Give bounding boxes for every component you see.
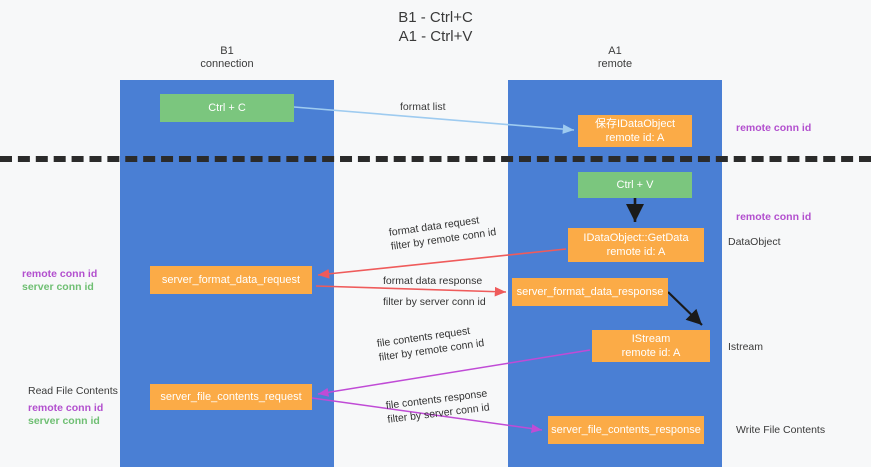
phase-divider [0,156,871,162]
node-getdata-title: IDataObject::GetData [583,232,689,244]
label-remote-conn-id-top: remote conn id [736,122,812,134]
node-server-file-contents-response-label: server_file_contents_response [551,424,701,436]
node-server-file-contents-request[interactable]: server_file_contents_request [150,384,312,410]
node-istream-subtitle: remote id: A [621,347,681,359]
label-istream-outside: Istream [728,341,764,353]
column-header-a1: A1 remote [538,45,692,71]
label-format-list: format list [400,101,446,113]
node-save-idataobject-title: 保存IDataObject [594,118,676,130]
node-save-idataobject[interactable]: 保存IDataObject remote id: A [578,115,692,147]
column-header-a1-sub: remote [597,58,633,70]
node-ctrl-v-label: Ctrl + V [616,179,654,191]
title-line-1: B1 - Ctrl+C [398,9,473,26]
node-server-file-contents-response[interactable]: server_file_contents_response [548,416,704,444]
column-header-b1-name: B1 [220,45,234,57]
caption-format-data-request: format data request filter by remote con… [388,211,497,254]
node-server-format-data-response-label: server_format_data_response [516,286,664,298]
title-line-2: A1 - Ctrl+V [398,28,473,45]
caption-file-contents-response: file contents response filter by server … [385,386,490,426]
node-ctrl-v[interactable]: Ctrl + V [578,172,692,198]
node-server-format-data-request-label: server_format_data_request [161,274,301,286]
caption-filter-prefix-4: filter by [386,409,425,426]
column-header-b1-sub: connection [200,58,254,70]
label-left-remote-conn-id-2: remote conn id [28,402,104,414]
node-idataobject-getdata[interactable]: IDataObject::GetData remote id: A [568,228,704,262]
caption-filter-prefix-3: filter by [378,346,417,364]
label-left-remote-conn-id: remote conn id [22,268,98,280]
node-server-format-data-request[interactable]: server_format_data_request [150,266,312,294]
node-getdata-subtitle: remote id: A [606,246,666,258]
label-data-object: DataObject [728,236,781,248]
label-write-file-contents: Write File Contents [736,424,826,436]
node-istream[interactable]: IStream remote id: A [592,330,710,362]
label-left-conn-ids-upper: remote conn id server conn id [22,268,97,294]
column-header-b1: B1 connection [150,45,304,71]
node-server-file-contents-request-label: server_file_contents_request [160,391,302,403]
label-remote-conn-id-mid: remote conn id [736,211,812,223]
node-save-idataobject-subtitle: remote id: A [605,132,665,144]
caption-format-data-response-filter: filter by server conn id [383,295,486,309]
label-read-file-contents: Read File Contents [28,385,118,397]
node-ctrl-c-label: Ctrl + C [208,102,246,114]
column-header-a1-name: A1 [608,45,622,57]
node-ctrl-c[interactable]: Ctrl + C [160,94,294,122]
caption-filter-prefix-2: filter by [383,296,420,308]
label-left-server-conn-id: server conn id [22,281,94,293]
caption-filter-prefix-1: filter by [390,235,429,253]
node-server-format-data-response[interactable]: server_format_data_response [512,278,668,306]
caption-file-contents-request: file contents request filter by remote c… [376,322,485,365]
label-left-conn-ids-lower: remote conn id server conn id [28,402,103,428]
node-istream-title: IStream [631,333,671,345]
caption-format-data-response-text: format data response [383,275,483,287]
caption-filter-key-2: server conn id [419,296,486,308]
page-title: B1 - Ctrl+C A1 - Ctrl+V [0,8,871,46]
caption-format-data-response: format data response filter by server co… [383,274,486,309]
label-left-server-conn-id-2: server conn id [28,415,100,427]
